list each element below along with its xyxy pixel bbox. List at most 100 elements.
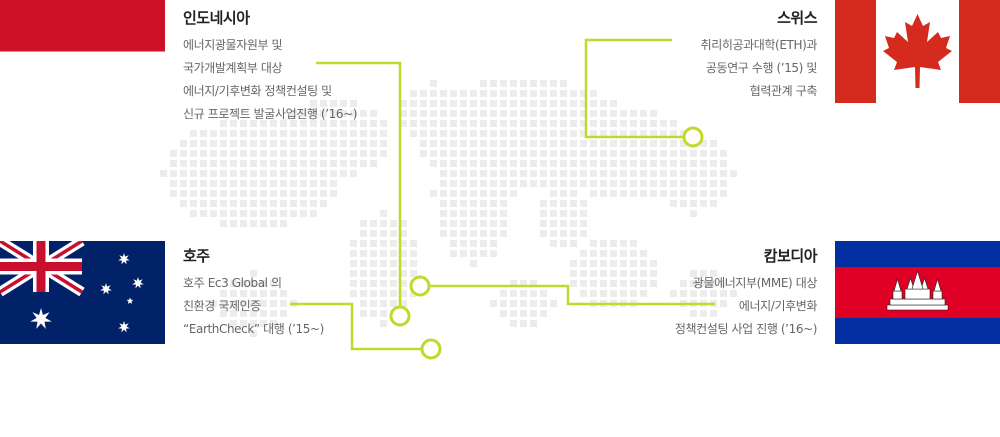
- map-dot: [460, 200, 467, 207]
- map-dot: [470, 190, 477, 197]
- map-dot: [230, 300, 237, 307]
- map-dot: [350, 270, 357, 277]
- map-dot: [230, 130, 237, 137]
- map-dot: [340, 160, 347, 167]
- map-dot: [700, 190, 707, 197]
- indonesia-line-1: 에너지광물자원부 및: [183, 38, 283, 52]
- map-dot: [680, 280, 687, 287]
- map-dot: [260, 210, 267, 217]
- map-dot: [540, 310, 547, 317]
- map-dot: [530, 160, 537, 167]
- map-dot: [430, 110, 437, 117]
- map-dot: [310, 200, 317, 207]
- map-dot: [220, 130, 227, 137]
- map-dot: [440, 120, 447, 127]
- map-dot: [250, 210, 257, 217]
- map-dot: [510, 80, 517, 87]
- map-dot: [630, 150, 637, 157]
- map-dot: [200, 210, 207, 217]
- map-dot: [420, 100, 427, 107]
- map-dot: [490, 170, 497, 177]
- map-dot: [620, 150, 627, 157]
- map-dot: [250, 270, 257, 277]
- map-dot: [190, 160, 197, 167]
- map-dot: [300, 130, 307, 137]
- map-dot: [390, 240, 397, 247]
- map-dot: [570, 220, 577, 227]
- map-dot: [270, 200, 277, 207]
- map-dot: [270, 170, 277, 177]
- map-dot: [260, 130, 267, 137]
- map-dot: [500, 230, 507, 237]
- map-dot: [480, 150, 487, 157]
- map-dot: [640, 150, 647, 157]
- map-dot: [370, 310, 377, 317]
- map-dot: [620, 240, 627, 247]
- map-dot: [550, 160, 557, 167]
- map-dot: [600, 150, 607, 157]
- map-dot: [210, 180, 217, 187]
- map-dot: [380, 120, 387, 127]
- map-dot: [560, 200, 567, 207]
- map-dot: [660, 170, 667, 177]
- map-dot: [560, 170, 567, 177]
- map-dot: [260, 310, 267, 317]
- map-dot: [650, 190, 657, 197]
- indonesia-connector: [316, 61, 402, 315]
- map-dot: [620, 250, 627, 257]
- star-icon: [132, 277, 144, 289]
- map-dot: [660, 130, 667, 137]
- indonesia-title: 인도네시아: [183, 9, 250, 27]
- map-dot: [430, 160, 437, 167]
- map-dot: [510, 300, 517, 307]
- star-icon: [118, 253, 130, 265]
- map-dot: [170, 190, 177, 197]
- map-dot: [240, 200, 247, 207]
- map-dot: [370, 150, 377, 157]
- map-dot: [490, 180, 497, 187]
- map-dot: [450, 110, 457, 117]
- map-dot: [710, 270, 717, 277]
- map-dot: [680, 140, 687, 147]
- map-dot: [540, 90, 547, 97]
- australia-line-1: 호주 Ec3 Global 의: [183, 276, 282, 290]
- map-dot: [560, 110, 567, 117]
- map-dot: [200, 150, 207, 157]
- map-dot: [550, 140, 557, 147]
- map-dot: [540, 140, 547, 147]
- map-dot: [690, 210, 697, 217]
- map-dot: [200, 170, 207, 177]
- map-dot: [690, 160, 697, 167]
- map-dot: [290, 140, 297, 147]
- map-dot: [620, 130, 627, 137]
- map-dot: [550, 80, 557, 87]
- map-dot: [710, 190, 717, 197]
- map-dot: [530, 320, 537, 327]
- map-dot: [510, 160, 517, 167]
- map-dot: [440, 90, 447, 97]
- map-dot: [390, 300, 397, 307]
- map-dot: [670, 290, 677, 297]
- map-dot: [510, 150, 517, 157]
- map-dot: [400, 250, 407, 257]
- map-dot: [250, 120, 257, 127]
- map-dot: [350, 110, 357, 117]
- map-dot: [550, 90, 557, 97]
- map-dot: [700, 140, 707, 147]
- map-dot: [580, 160, 587, 167]
- map-dot: [480, 110, 487, 117]
- map-dot: [600, 260, 607, 267]
- map-dot: [460, 230, 467, 237]
- map-dot: [430, 140, 437, 147]
- map-dot: [690, 310, 697, 317]
- map-dot: [450, 140, 457, 147]
- map-dot: [590, 180, 597, 187]
- map-dot: [500, 290, 507, 297]
- map-dot: [600, 140, 607, 147]
- map-dot: [260, 190, 267, 197]
- map-dot: [620, 160, 627, 167]
- map-dot: [280, 300, 287, 307]
- map-dot: [470, 150, 477, 157]
- map-dot: [270, 320, 277, 327]
- map-dot: [270, 150, 277, 157]
